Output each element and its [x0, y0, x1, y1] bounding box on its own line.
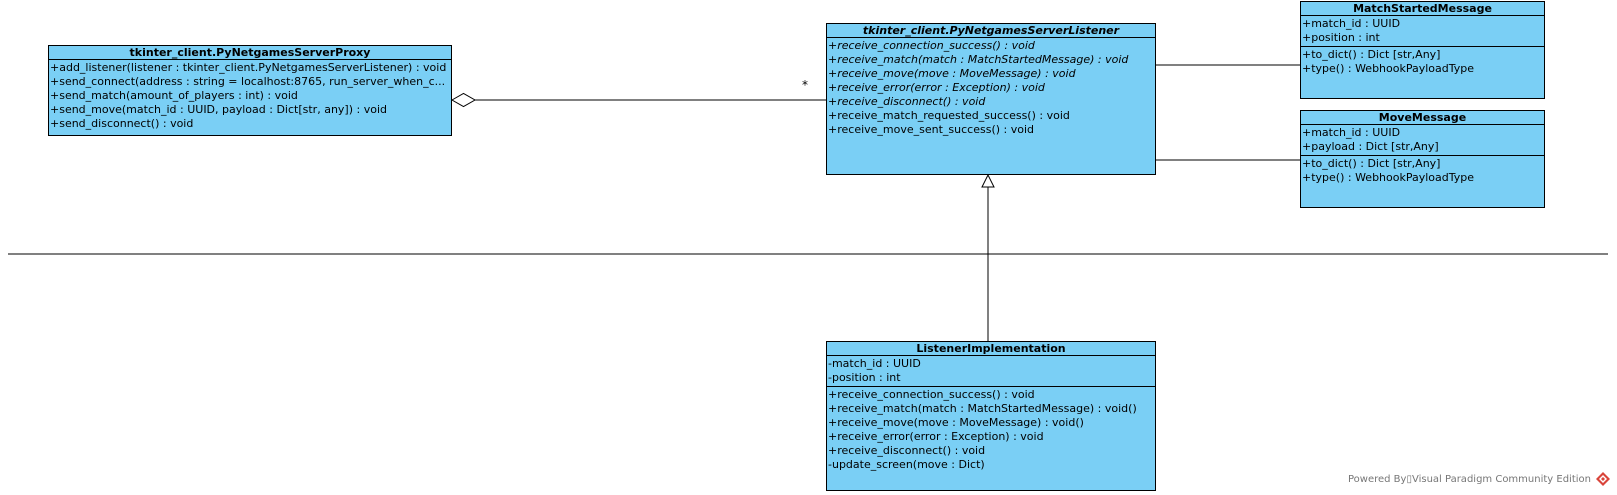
class-listener-implementation[interactable]: ListenerImplementation -match_id : UUID …	[826, 341, 1156, 491]
operation: +type() : WebhookPayloadType	[1302, 62, 1475, 75]
operations-compartment: +to_dict() : Dict [str,Any] +type() : We…	[1301, 47, 1544, 77]
class-name: ListenerImplementation	[827, 342, 1155, 356]
class-match-started-message[interactable]: MatchStartedMessage +match_id : UUID +po…	[1300, 1, 1545, 99]
class-pynetgames-server-listener[interactable]: tkinter_client.PyNetgamesServerListener …	[826, 23, 1156, 175]
operation: +receive_move(move : MoveMessage) : void…	[828, 416, 1084, 429]
class-pynetgames-server-proxy[interactable]: tkinter_client.PyNetgamesServerProxy +ad…	[48, 45, 452, 136]
operation: +add_listener(listener : tkinter_client.…	[50, 61, 447, 74]
aggregation-multiplicity: *	[802, 78, 808, 92]
operation: +receive_match(match : MatchStartedMessa…	[828, 402, 1137, 415]
operation: +send_connect(address : string = localho…	[50, 75, 446, 88]
attributes-compartment: +match_id : UUID +position : int	[1301, 16, 1544, 47]
operations-compartment: +add_listener(listener : tkinter_client.…	[49, 60, 451, 132]
operation: -update_screen(move : Dict)	[828, 458, 985, 471]
class-move-message[interactable]: MoveMessage +match_id : UUID +payload : …	[1300, 110, 1545, 208]
attribute: +position : int	[1302, 31, 1380, 44]
operation: +send_match(amount_of_players : int) : v…	[50, 89, 298, 102]
operation: +receive_disconnect() : void	[828, 95, 986, 108]
attributes-compartment: +match_id : UUID +payload : Dict [str,An…	[1301, 125, 1544, 156]
operation: +receive_connection_success() : void	[828, 39, 1035, 52]
operation: +receive_match_requested_success() : voi…	[828, 109, 1070, 122]
operation: +send_move(match_id : UUID, payload : Di…	[50, 103, 387, 116]
attribute: +payload : Dict [str,Any]	[1302, 140, 1439, 153]
operation: +send_disconnect() : void	[50, 117, 194, 130]
operation: +type() : WebhookPayloadType	[1302, 171, 1475, 184]
operation: +receive_error(error : Exception) : void	[828, 430, 1044, 443]
operation: +to_dict() : Dict [str,Any]	[1302, 157, 1441, 170]
operations-compartment: +to_dict() : Dict [str,Any] +type() : We…	[1301, 156, 1544, 186]
operation: +to_dict() : Dict [str,Any]	[1302, 48, 1441, 61]
operation: +receive_match(match : MatchStartedMessa…	[828, 53, 1129, 66]
operation: +receive_disconnect() : void	[828, 444, 986, 457]
class-name: tkinter_client.PyNetgamesServerProxy	[49, 46, 451, 60]
class-name: MoveMessage	[1301, 111, 1544, 125]
class-name: MatchStartedMessage	[1301, 2, 1544, 16]
powered-by-footer: Powered By▯Visual Paradigm Community Edi…	[1348, 471, 1611, 487]
operation: +receive_connection_success() : void	[828, 388, 1035, 401]
attribute: -position : int	[828, 371, 901, 384]
class-name: tkinter_client.PyNetgamesServerListener	[827, 24, 1155, 38]
operations-compartment: +receive_connection_success() : void +re…	[827, 387, 1155, 473]
operation: +receive_error(error : Exception) : void	[828, 81, 1045, 94]
visual-paradigm-logo-icon	[1596, 472, 1610, 486]
attribute: +match_id : UUID	[1302, 126, 1401, 139]
attribute: +match_id : UUID	[1302, 17, 1401, 30]
operation: +receive_move(move : MoveMessage) : void	[828, 67, 1076, 80]
attribute: -match_id : UUID	[828, 357, 921, 370]
powered-by-text: Powered By▯Visual Paradigm Community Edi…	[1347, 473, 1591, 485]
attributes-compartment: -match_id : UUID -position : int	[827, 356, 1155, 387]
operation: +receive_move_sent_success() : void	[828, 123, 1035, 136]
aggregation-diamond	[450, 92, 477, 108]
operations-compartment: +receive_connection_success() : void +re…	[827, 38, 1155, 138]
generalization-arrowhead	[981, 173, 995, 188]
